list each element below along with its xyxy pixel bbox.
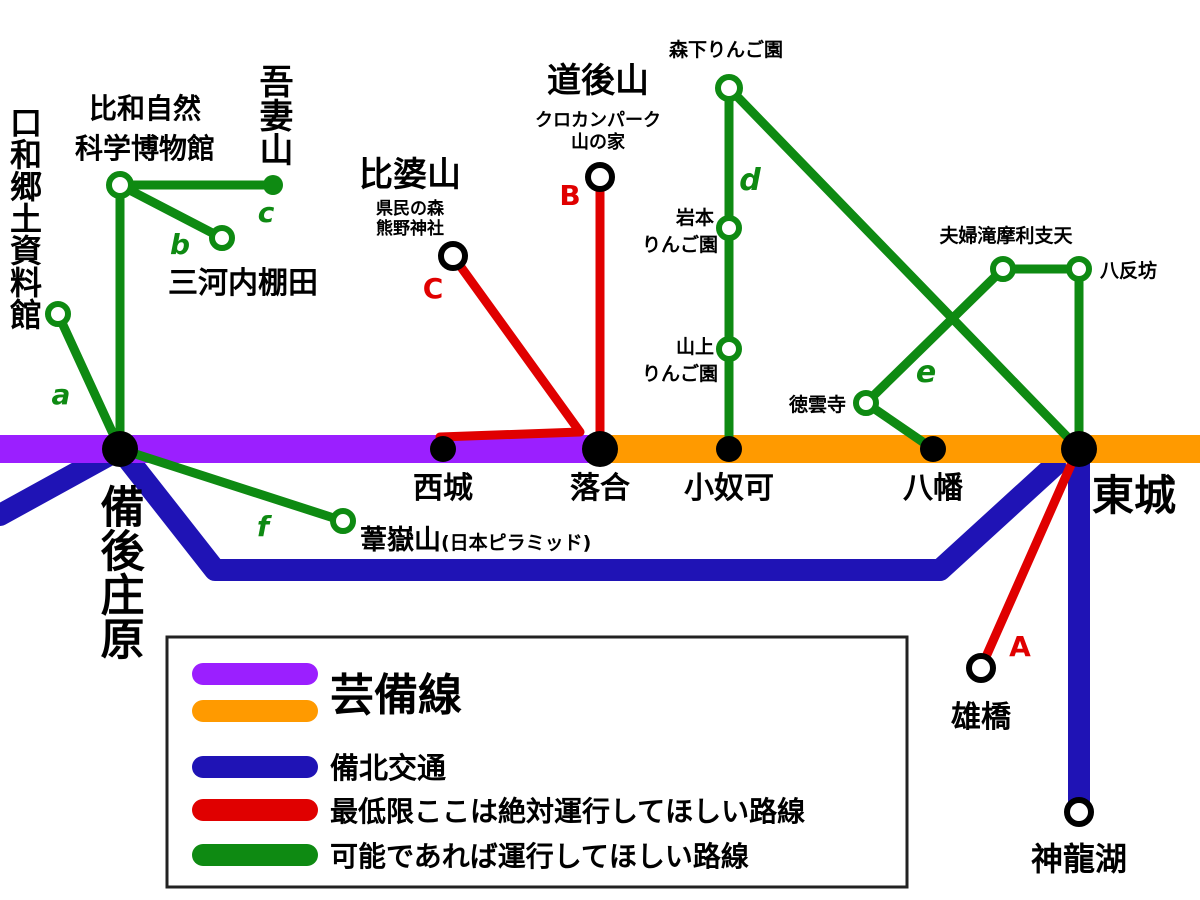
dest-label-kuchiwa: 口和郷土資料館 — [5, 106, 43, 330]
route-letter-B: B — [559, 179, 580, 212]
station-dot-tojo — [1061, 431, 1097, 467]
dest-label-dogoyama-sub1: クロカンパーク — [535, 110, 661, 131]
station-label-saijo: 西城 — [413, 471, 473, 506]
dest-label-iwamoto1: 岩本 — [675, 206, 714, 229]
station-marker-tokuunji — [853, 390, 879, 416]
dest-label-morishita: 森下りんご園 — [669, 38, 783, 61]
bihoku-line-shobara-tojo — [109, 438, 1066, 581]
dest-label-hibayama-sub2: 熊野神社 — [376, 218, 444, 239]
station-marker-fufudaki — [990, 256, 1016, 282]
legend-label-geibi: 芸備線 — [330, 670, 462, 721]
dest-label-yamagami2: りんご園 — [642, 362, 718, 385]
dest-label-tokuunji: 徳雲寺 — [788, 393, 846, 416]
station-marker-morishita — [715, 74, 743, 102]
dest-label-hattanbo: 八反坊 — [1100, 259, 1157, 282]
station-marker-iwamoto — [716, 215, 742, 241]
route-a-line — [53, 309, 125, 454]
green-terminals — [45, 74, 1092, 534]
route-letter-b: b — [170, 228, 190, 261]
dest-label-ondohashi: 雄橋 — [951, 700, 1012, 735]
dest-label-iwamoto2: りんご園 — [642, 233, 718, 256]
station-marker-hattanbo — [1066, 256, 1092, 282]
station-marker-kuchiwa — [45, 301, 71, 327]
dest-label-hibayama-sub1: 県民の森 — [376, 198, 445, 219]
dest-label-yamagami1: 山上 — [676, 336, 714, 358]
route-letter-d: d — [739, 163, 761, 198]
dest-label-hibayama: 比婆山 — [359, 155, 461, 195]
route-b-line — [115, 180, 227, 243]
station-dot-shobara — [102, 431, 138, 467]
station-marker-hibayama — [438, 241, 468, 271]
required-routes — [435, 172, 1079, 673]
route-morishita-tojo-line — [724, 83, 1084, 454]
route-letter-c: c — [258, 196, 275, 229]
route-f-line — [115, 444, 348, 526]
station-marker-shinryuko — [1064, 797, 1094, 827]
optional-routes — [53, 83, 1084, 526]
dest-label-hiwa-line1: 比和自然 — [89, 92, 201, 125]
route-letter-f: f — [257, 510, 273, 543]
dest-label-hiwa-line2: 科学博物館 — [75, 132, 215, 165]
station-dot-oyaka — [716, 436, 742, 462]
station-label-oyaka: 小奴可 — [684, 471, 774, 506]
dest-label-shinryuko: 神龍湖 — [1031, 840, 1127, 878]
legend-label-required: 最低限ここは絶対運行してほしい路線 — [330, 795, 805, 828]
station-marker-hiwa — [106, 171, 134, 199]
route-letter-a: a — [52, 378, 71, 411]
legend-label-bihoku: 備北交通 — [330, 751, 446, 785]
dest-label-ashitake: 葦嶽山(日本ピラミッド) — [360, 525, 591, 556]
dest-label-ashitake-note: (日本ピラミッド) — [441, 531, 591, 554]
station-dot-saijo — [430, 436, 456, 462]
station-marker-yamagami — [716, 336, 742, 362]
dest-label-dogoyama-sub2: 山の家 — [571, 131, 626, 153]
route-letter-A: A — [1009, 630, 1031, 663]
station-label-bingo-shobara: 備後庄原 — [93, 484, 145, 660]
station-label-ochiai: 落合 — [570, 471, 630, 506]
route-letter-e: e — [916, 355, 936, 390]
dest-label-ashitake-name: 葦嶽山 — [360, 525, 441, 556]
station-marker-ondohashi — [966, 653, 996, 683]
station-marker-ashitake — [330, 508, 356, 534]
station-dot-yawata — [920, 436, 946, 462]
legend: 芸備線 備北交通 最低限ここは絶対運行してほしい路線 可能であれば運行してほしい… — [165, 635, 909, 889]
dest-label-azuma: 吾妻山 — [253, 64, 293, 166]
station-label-yawata: 八幡 — [903, 471, 963, 506]
station-marker-dogoyama — [585, 162, 615, 192]
route-A-line — [976, 453, 1079, 673]
black-terminals — [438, 162, 1094, 827]
dest-label-mikawachi: 三河内棚田 — [168, 266, 318, 301]
station-marker-azuma — [263, 175, 283, 195]
route-C-line — [435, 251, 585, 442]
route-letter-C: C — [423, 272, 444, 305]
station-dot-ochiai — [582, 431, 618, 467]
station-label-tojo: 東城 — [1092, 471, 1176, 520]
dest-label-fufudaki: 夫婦滝摩利支天 — [939, 224, 1073, 247]
station-marker-mikawachi — [209, 225, 235, 251]
dest-label-dogoyama: 道後山 — [547, 61, 649, 101]
rail-stations — [102, 431, 1097, 467]
legend-label-optional: 可能であれば運行してほしい路線 — [330, 840, 749, 873]
